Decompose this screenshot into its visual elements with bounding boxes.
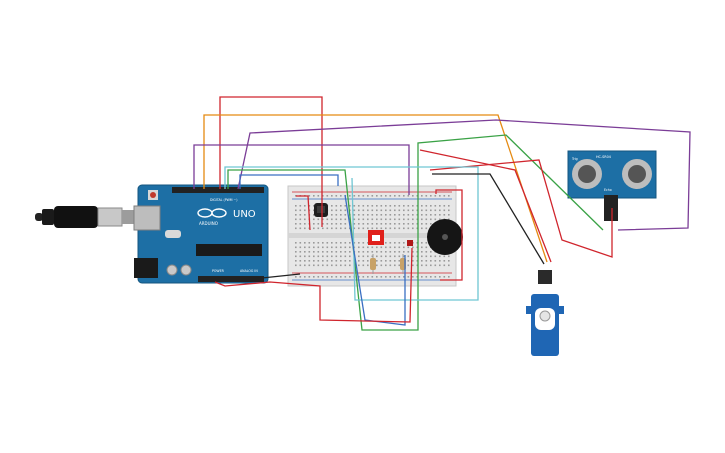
- sensor-model-label: HC-SR04: [596, 155, 611, 159]
- sensor-side-label: Trig: [571, 157, 578, 161]
- led[interactable]: [407, 240, 413, 246]
- slide-switch[interactable]: [368, 230, 384, 245]
- ultrasonic-sensor-icon[interactable]: HC-SR04 Trig Echo: [567, 150, 657, 221]
- sensor-bottom-label: Echo: [604, 188, 612, 192]
- analog-header-label: ANALOG IN: [240, 269, 258, 273]
- micro-servo-icon[interactable]: [526, 270, 564, 356]
- arduino-uno-board[interactable]: UNO ARDUINO DIGITAL (PWM ~) POWER ANALOG…: [133, 184, 269, 284]
- board-model-label: UNO: [233, 209, 256, 220]
- wires: [193, 96, 691, 331]
- piezo-buzzer-icon[interactable]: [427, 219, 463, 255]
- resistor-1: [370, 254, 376, 274]
- usb-connector-icon: [35, 206, 144, 228]
- digital-header-label: DIGITAL (PWM ~): [210, 198, 237, 202]
- temperature-sensor[interactable]: [314, 203, 328, 217]
- board-logo-label: ARDUINO: [199, 221, 218, 226]
- power-header-label: POWER: [212, 269, 225, 273]
